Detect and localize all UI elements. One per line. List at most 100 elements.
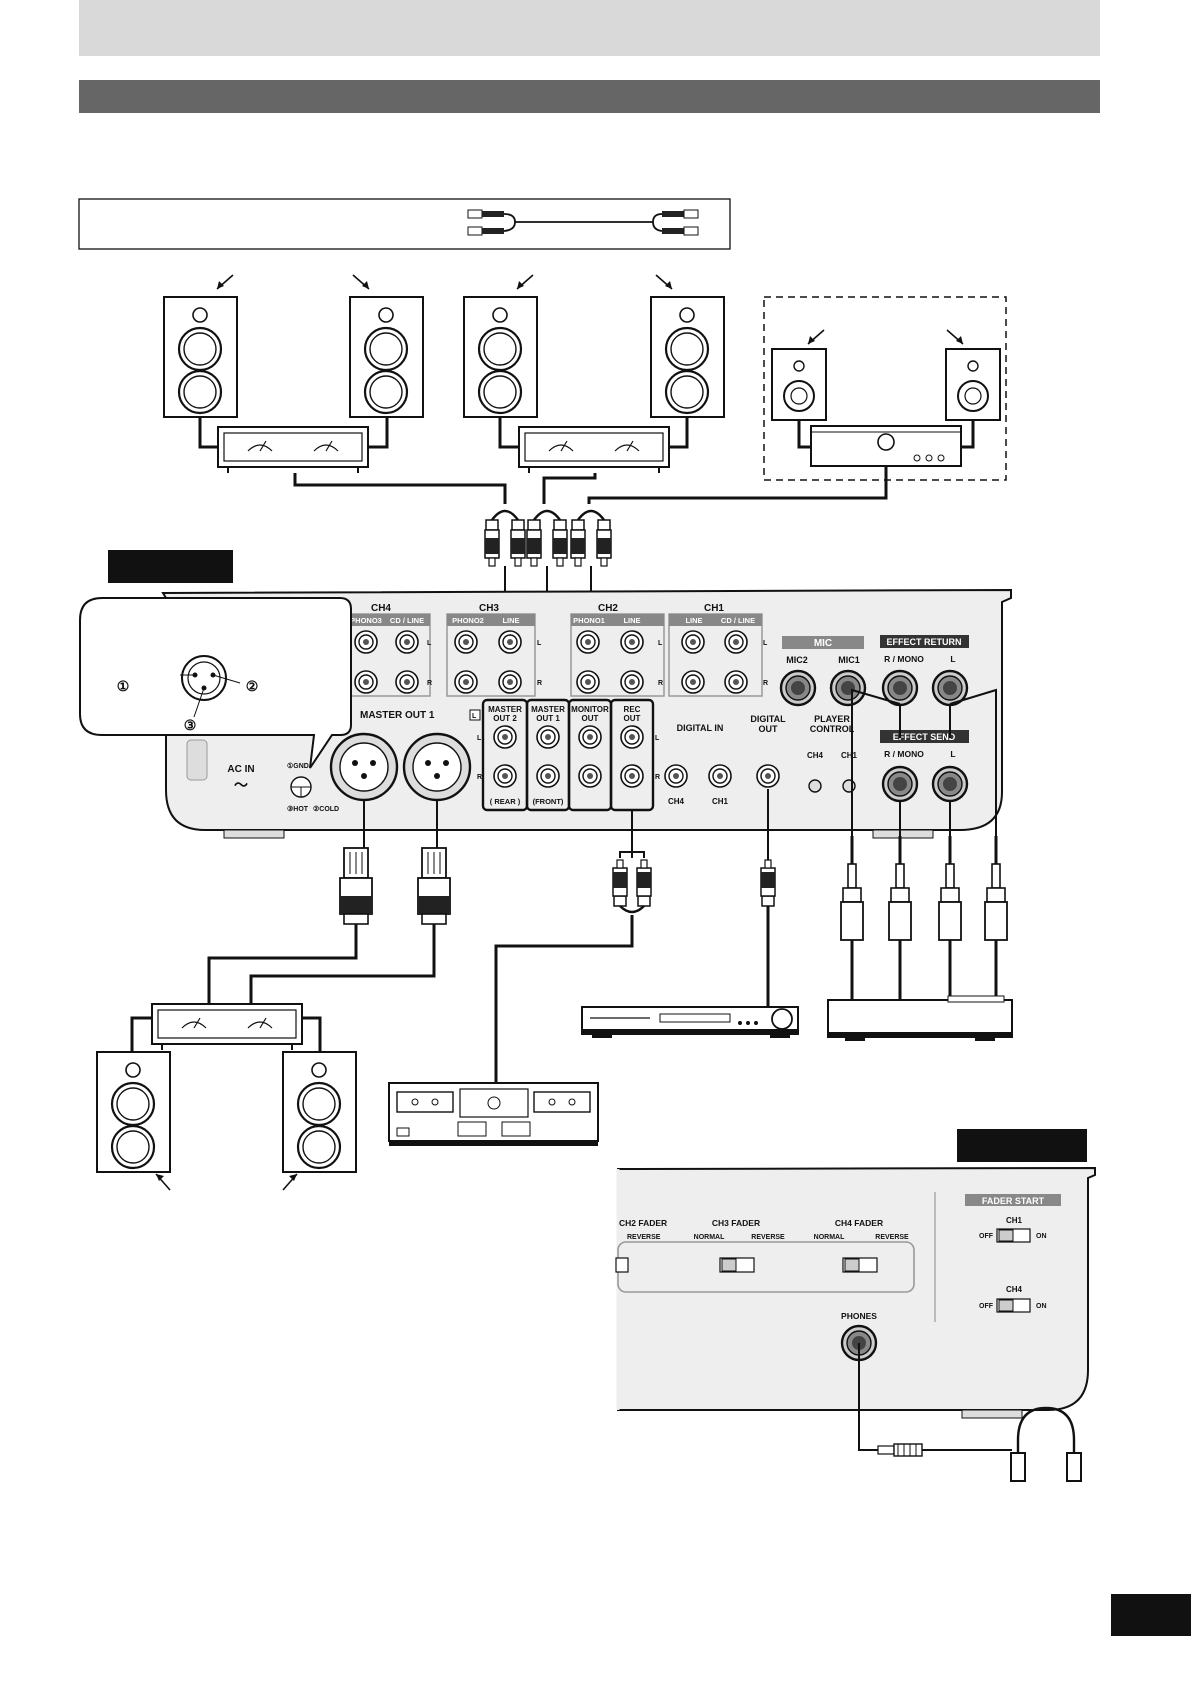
- ch4-label: CH4: [371, 603, 391, 614]
- fader-mode-labels: CH2 FADER CH3 FADER CH4 FADER REVERSE NO…: [619, 1218, 909, 1241]
- rca-plug-pair-rec: [612, 859, 652, 914]
- svg-text:OUT: OUT: [582, 714, 599, 723]
- player-control-jacks: PLAYER CONTROL CH4 CH1: [807, 714, 858, 793]
- top-output-cables: [293, 466, 888, 504]
- rear-speaker-right: [348, 274, 425, 419]
- svg-text:〜: 〜: [234, 777, 248, 793]
- master-out-1-cables: [130, 924, 436, 1052]
- svg-text:MONITOR: MONITOR: [571, 705, 609, 714]
- rca-plug-pairs-top: [484, 509, 612, 567]
- speaker-wires-top: [198, 417, 689, 449]
- cassette-cable: [494, 915, 634, 1083]
- svg-text:L: L: [537, 640, 542, 647]
- channel-lr-marks: LR LR LR LR: [427, 640, 768, 687]
- rear-amplifier: [217, 426, 369, 474]
- phones-jack: PHONES: [840, 1311, 877, 1362]
- ch3-label: CH3: [479, 603, 499, 614]
- svg-text:MASTER: MASTER: [488, 705, 522, 714]
- svg-text:L: L: [472, 713, 477, 720]
- front-panel-tag: [957, 1129, 1087, 1162]
- page-number-tab: [1111, 1594, 1191, 1636]
- svg-text:R: R: [427, 680, 432, 687]
- digital-in-jacks: DIGITAL IN CH4 CH1: [664, 723, 732, 806]
- page-header-band: [79, 0, 1100, 56]
- input-type-labels: PHONO3 CD / LINE PHONO2 LINE PHONO1 LINE…: [350, 616, 755, 625]
- svg-text:CH1: CH1: [841, 751, 858, 760]
- svg-text:CH4 FADER: CH4 FADER: [835, 1218, 883, 1228]
- svg-text:ON: ON: [1036, 1303, 1047, 1310]
- svg-text:OUT 2: OUT 2: [493, 714, 517, 723]
- effect-plugs: [839, 688, 1009, 1000]
- xlr-pin-callout: ① ② ③: [79, 597, 352, 769]
- svg-text:CH1: CH1: [712, 797, 729, 806]
- svg-text:MASTER OUT 1: MASTER OUT 1: [360, 710, 435, 721]
- front-amplifier: [518, 426, 670, 474]
- ch1-label: CH1: [704, 603, 724, 614]
- svg-text:②COLD: ②COLD: [313, 805, 339, 813]
- fader-start-section: FADER START CH1 OFF ON CH4 OFF ON: [965, 1194, 1061, 1310]
- svg-text:PHONO2: PHONO2: [452, 616, 484, 625]
- front-speaker-left: [462, 274, 539, 419]
- svg-text:OUT 1: OUT 1: [536, 714, 560, 723]
- svg-text:L: L: [763, 640, 768, 647]
- svg-text:L: L: [477, 735, 482, 742]
- svg-text:CH4: CH4: [807, 751, 824, 760]
- headphones: [858, 1343, 1082, 1482]
- monitor-system: [763, 296, 1007, 481]
- xlr-leads: [363, 800, 438, 848]
- svg-text:ON: ON: [1036, 1233, 1047, 1240]
- main-amplifier: [151, 1003, 303, 1051]
- mic-inputs: MIC MIC2 MIC1: [779, 636, 867, 707]
- svg-text:DIGITAL: DIGITAL: [750, 714, 786, 724]
- svg-text:REVERSE: REVERSE: [875, 1234, 909, 1241]
- rear-speaker-left: [162, 274, 239, 419]
- svg-text:CD / LINE: CD / LINE: [390, 616, 424, 625]
- svg-text:OFF: OFF: [979, 1303, 994, 1310]
- svg-text:MIC: MIC: [814, 638, 832, 649]
- svg-text:REVERSE: REVERSE: [627, 1234, 661, 1241]
- svg-text:①: ①: [117, 678, 130, 694]
- svg-text:MIC1: MIC1: [838, 655, 860, 665]
- mixer-front-panel: [616, 1166, 1096, 1419]
- svg-text:CONTROL: CONTROL: [810, 724, 855, 734]
- ch2-label: CH2: [598, 603, 618, 614]
- svg-text:REVERSE: REVERSE: [751, 1234, 785, 1241]
- rear-output-jacks: [481, 698, 655, 812]
- digital-out-jack: DIGITAL OUT: [750, 714, 786, 788]
- svg-text:PHONES: PHONES: [841, 1311, 877, 1321]
- svg-text:NORMAL: NORMAL: [814, 1234, 845, 1241]
- svg-text:②: ②: [246, 678, 259, 694]
- cable-legend: [78, 198, 731, 250]
- fader-start-switches[interactable]: [996, 1228, 1031, 1313]
- svg-text:EFFECT RETURN: EFFECT RETURN: [887, 637, 962, 647]
- svg-text:LINE: LINE: [623, 616, 640, 625]
- svg-text:REC: REC: [624, 705, 641, 714]
- svg-text:L: L: [655, 735, 660, 742]
- rear-panel-tag: [108, 550, 233, 583]
- svg-text:OUT: OUT: [759, 724, 779, 734]
- svg-text:AC IN: AC IN: [227, 764, 254, 775]
- output-labels: MASTER OUT 2 ( REAR ) MASTER OUT 1 (FRON…: [477, 705, 660, 806]
- xlr-plugs: [339, 847, 451, 925]
- digital-out-cable: [760, 789, 776, 1007]
- svg-text:CD / LINE: CD / LINE: [721, 616, 755, 625]
- svg-text:PLAYER: PLAYER: [814, 714, 850, 724]
- svg-text:CH1: CH1: [1006, 1216, 1023, 1225]
- svg-text:CH4: CH4: [668, 797, 685, 806]
- svg-text:R: R: [537, 680, 542, 687]
- svg-text:R: R: [477, 774, 482, 781]
- svg-text:L: L: [950, 654, 955, 664]
- svg-text:MASTER: MASTER: [531, 705, 565, 714]
- svg-text:L: L: [427, 640, 432, 647]
- digital-player: [581, 1006, 799, 1038]
- rec-out-cable: [619, 811, 645, 858]
- svg-text:R: R: [763, 680, 768, 687]
- svg-text:L: L: [950, 749, 955, 759]
- svg-text:LINE: LINE: [502, 616, 519, 625]
- svg-text:NORMAL: NORMAL: [694, 1234, 725, 1241]
- fader-mode-switches[interactable]: [615, 1257, 878, 1273]
- svg-text:PHONO3: PHONO3: [350, 616, 382, 625]
- svg-text:( REAR ): ( REAR ): [490, 797, 521, 806]
- svg-text:FADER START: FADER START: [982, 1196, 1045, 1206]
- svg-text:R / MONO: R / MONO: [884, 654, 924, 664]
